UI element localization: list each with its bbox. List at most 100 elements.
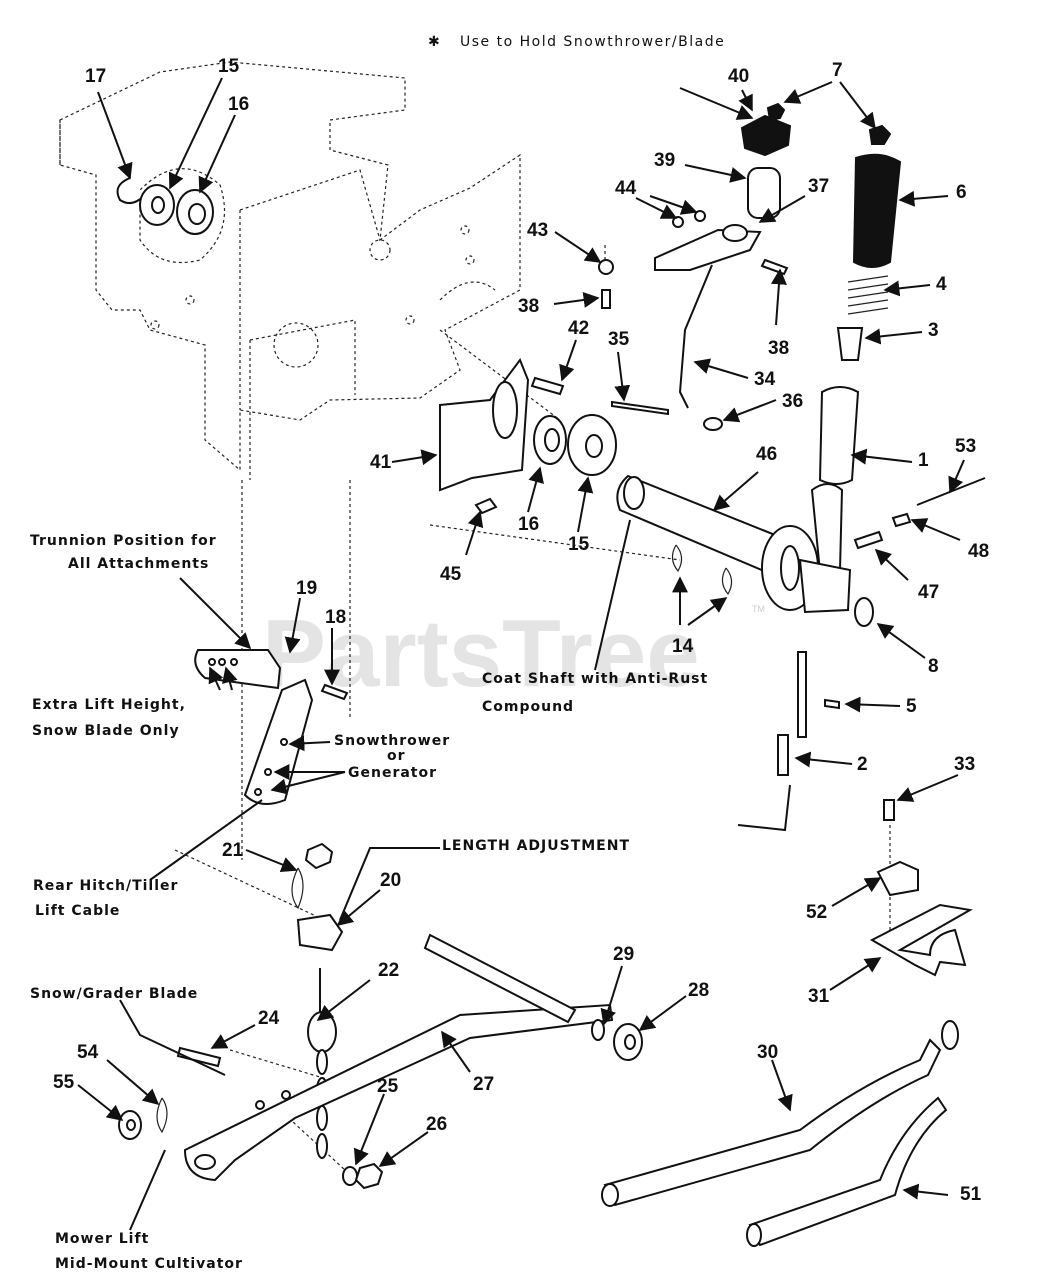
chain-22 — [307, 968, 337, 1159]
screw-33 — [883, 799, 895, 821]
snowthrower-label: Snowthrower — [334, 733, 450, 749]
bolt-45 — [474, 497, 498, 515]
clamp-52 — [876, 860, 919, 897]
washer-43 — [598, 259, 614, 275]
pins-47-48-53 — [853, 477, 986, 550]
callout-22: 22 — [378, 960, 399, 981]
callout-26: 26 — [426, 1114, 447, 1135]
rear-hitch-line2: Lift Cable — [35, 903, 120, 919]
nut-26 — [354, 1162, 384, 1190]
trunnion-note-line1: Trunnion Position for — [30, 533, 217, 549]
rod-34 — [678, 264, 713, 409]
lift-bar-27 — [183, 933, 614, 1182]
bushing-16-upper — [176, 189, 214, 235]
washer-29 — [591, 1019, 605, 1041]
tube-51 — [746, 1096, 948, 1247]
callout-7: 7 — [832, 60, 843, 81]
lever-tube-1 — [818, 386, 860, 485]
callout-15-lower: 15 — [568, 534, 590, 555]
pin-5 — [824, 698, 840, 710]
callout-27: 27 — [473, 1074, 494, 1095]
hairpin-54 — [156, 1097, 168, 1134]
or-label: or — [387, 748, 406, 764]
callout-29: 29 — [613, 944, 634, 965]
bushing-16-lower — [533, 415, 567, 465]
e-ring-17 — [116, 177, 146, 205]
callout-39: 39 — [654, 150, 675, 171]
callout-44: 44 — [615, 178, 637, 199]
callout-52: 52 — [806, 902, 827, 923]
callout-38-left: 38 — [518, 296, 539, 317]
nut-top — [304, 842, 334, 870]
trunnion-note-line2: All Attachments — [68, 556, 209, 572]
callout-5: 5 — [906, 696, 917, 717]
callout-numbers: 17 15 16 40 7 39 6 44 37 43 4 38 42 35 3… — [53, 56, 989, 1205]
washer-55 — [118, 1110, 142, 1140]
annotations: Trunnion Position for All Attachments Ex… — [30, 533, 708, 1272]
callout-24: 24 — [258, 1008, 280, 1029]
bushing-28 — [613, 1023, 643, 1061]
washer-25 — [342, 1166, 358, 1186]
tractor-frame — [59, 61, 521, 480]
callout-8: 8 — [928, 656, 939, 677]
callout-18: 18 — [325, 607, 346, 628]
bracket-37 — [654, 224, 762, 271]
callout-35: 35 — [608, 329, 630, 350]
callout-28: 28 — [688, 980, 709, 1001]
callout-19: 19 — [296, 578, 317, 599]
callout-51: 51 — [960, 1184, 982, 1205]
coat-shaft-line2: Compound — [482, 699, 574, 715]
length-adjustment-label: LENGTH ADJUSTMENT — [442, 838, 630, 854]
washer-15-lower — [567, 414, 617, 476]
callout-2: 2 — [857, 754, 868, 775]
callout-20: 20 — [380, 870, 401, 891]
callout-46: 46 — [756, 444, 777, 465]
callout-36: 36 — [782, 391, 803, 412]
callout-42: 42 — [568, 318, 589, 339]
callout-30: 30 — [757, 1042, 778, 1063]
mower-lift-line2: Mid-Mount Cultivator — [55, 1256, 243, 1272]
rear-hitch-line1: Rear Hitch/Tiller — [33, 878, 178, 894]
lift-rod-2 — [737, 651, 807, 832]
ferrule-8 — [854, 597, 874, 627]
callout-3: 3 — [928, 320, 939, 341]
hairpins-14 — [671, 544, 733, 596]
callout-25: 25 — [377, 1076, 399, 1097]
washer-15-upper — [139, 184, 175, 226]
callout-34: 34 — [754, 369, 776, 390]
generator-label: Generator — [348, 765, 437, 781]
washer-36 — [703, 417, 723, 431]
pin-18 — [320, 683, 349, 701]
lever-arm — [761, 483, 852, 614]
callout-47: 47 — [918, 582, 939, 603]
callout-21: 21 — [222, 840, 244, 861]
callout-17: 17 — [85, 66, 106, 87]
extra-lift-line1: Extra Lift Height, — [32, 697, 186, 713]
callout-16-lower: 16 — [518, 514, 539, 535]
nuts-44 — [672, 210, 706, 228]
bracket-31 — [869, 903, 973, 977]
mount-bracket-41 — [439, 357, 530, 492]
plunger-knob-40 — [740, 102, 792, 157]
callout-37: 37 — [808, 176, 829, 197]
swivel-20 — [296, 913, 344, 952]
callout-54: 54 — [77, 1042, 99, 1063]
callout-55: 55 — [53, 1072, 75, 1093]
spacer-39 — [747, 167, 781, 219]
trunnion-19 — [194, 649, 282, 690]
callout-6: 6 — [956, 182, 967, 203]
callout-14: 14 — [672, 636, 694, 657]
callout-33: 33 — [954, 754, 975, 775]
bolt-38-right — [760, 258, 789, 276]
lift-arm — [243, 678, 314, 805]
mower-lift-line1: Mower Lift — [55, 1231, 149, 1247]
handle-grip-6 — [852, 124, 902, 268]
callout-48: 48 — [968, 541, 989, 562]
extra-lift-line2: Snow Blade Only — [32, 723, 180, 739]
bolt-42 — [530, 376, 565, 396]
header-star-icon: ✱ — [428, 34, 441, 50]
callout-40: 40 — [728, 66, 749, 87]
callout-38-right: 38 — [768, 338, 789, 359]
coat-shaft-line1: Coat Shaft with Anti-Rust — [482, 671, 708, 687]
